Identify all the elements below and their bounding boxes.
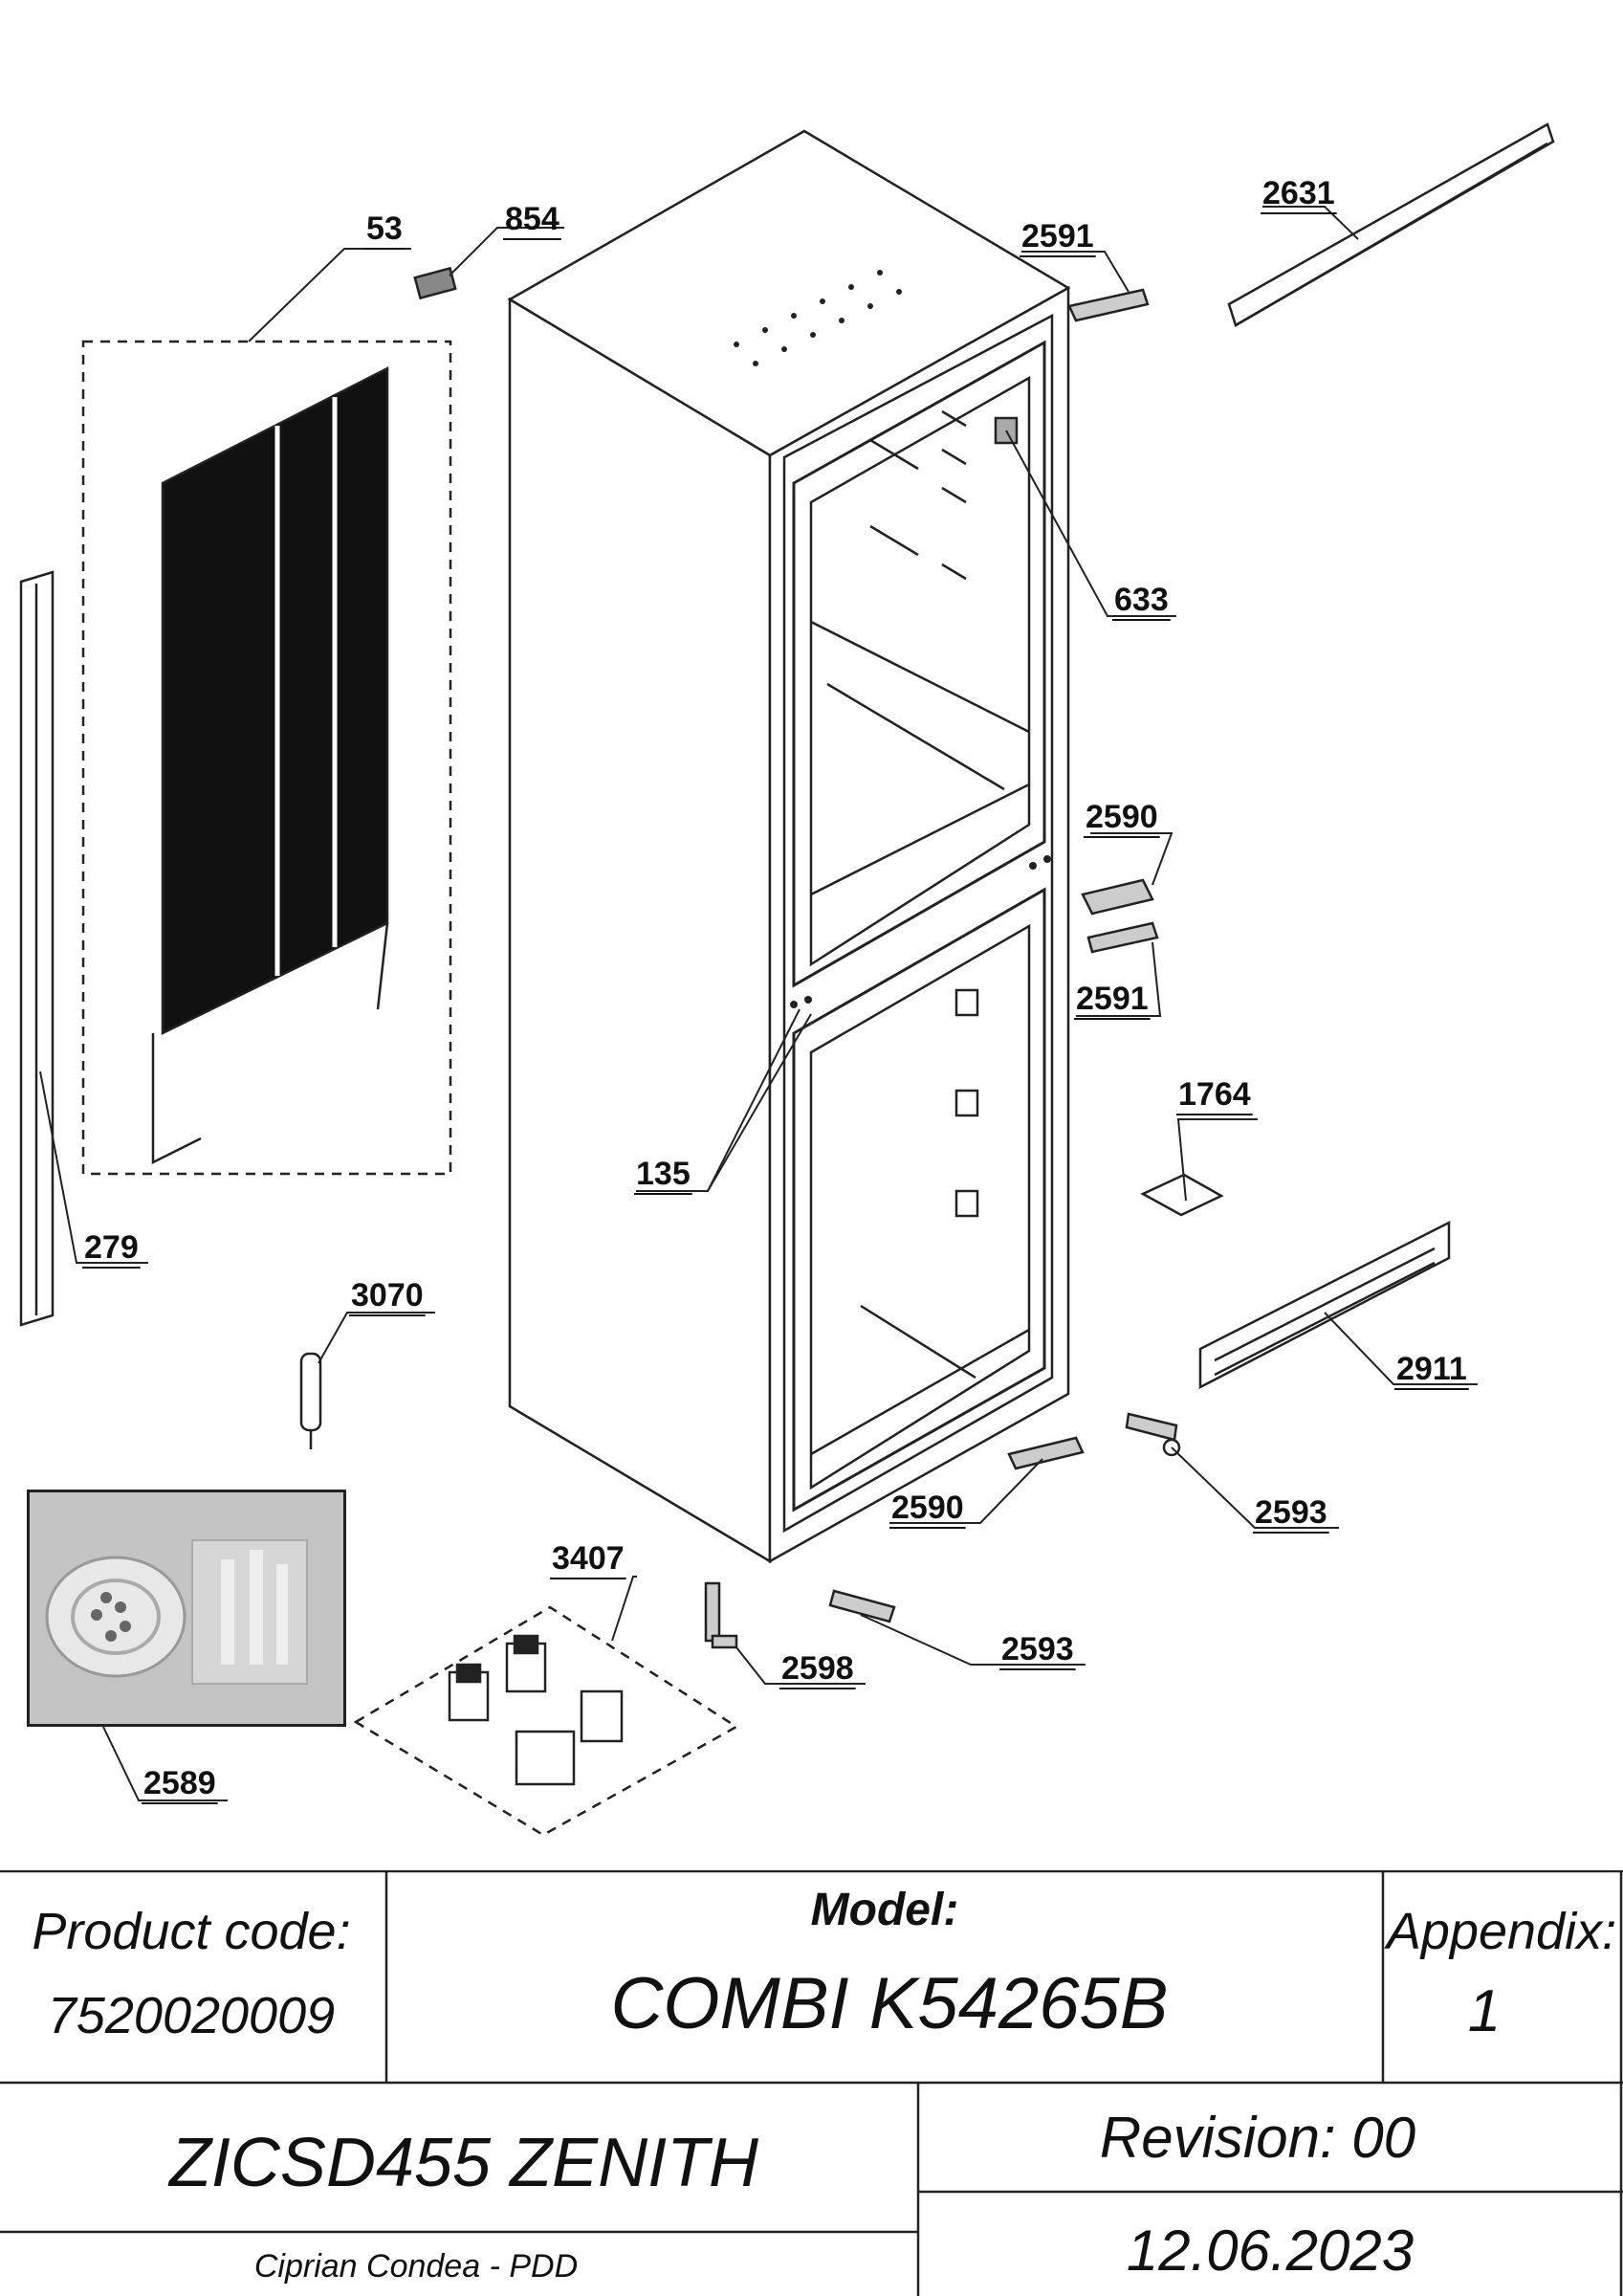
callout-2591-top: 2591 <box>1021 218 1094 254</box>
model-label: Model: <box>811 1885 959 1935</box>
callout-2589: 2589 <box>143 1765 216 1801</box>
product-name: ZICSD455 ZENITH <box>167 2125 759 2201</box>
hinge-2593-bottom <box>828 1589 896 1623</box>
callout-1764: 1764 <box>1178 1076 1251 1113</box>
callout-854: 854 <box>505 201 559 237</box>
callout-2590-lower: 2590 <box>891 1490 964 1526</box>
condenser <box>81 340 452 1176</box>
callout-2631: 2631 <box>1262 175 1335 211</box>
rail-2631 <box>1227 122 1555 327</box>
hinge-2590-middle <box>1081 878 1154 916</box>
part-854 <box>413 266 457 300</box>
callout-279: 279 <box>84 1229 139 1266</box>
callout-53: 53 <box>366 210 403 247</box>
appendix-label: Appendix: <box>1384 1903 1616 1960</box>
callout-2911: 2911 <box>1396 1351 1467 1387</box>
part-2598 <box>704 1581 738 1649</box>
product-code-label: Product code: <box>32 1903 350 1960</box>
callout-2593-bottom: 2593 <box>1001 1631 1074 1667</box>
callout-2591-middle: 2591 <box>1076 981 1149 1017</box>
hinge-2591-top <box>1067 288 1150 322</box>
part-1764 <box>1140 1173 1224 1217</box>
leader-lines <box>39 206 1478 1801</box>
part-3070 <box>299 1352 322 1449</box>
callout-135: 135 <box>636 1156 691 1192</box>
appendix-number: 1 <box>1468 1978 1501 2044</box>
revision: Revision: 00 <box>1100 2106 1415 2170</box>
hinge-2593-right <box>1125 1412 1181 1457</box>
date: 12.06.2023 <box>1127 2219 1414 2283</box>
hinge-2590-lower <box>1007 1436 1085 1470</box>
callout-2593-right: 2593 <box>1255 1494 1327 1531</box>
hinge-2591-middle <box>1086 921 1159 954</box>
callout-2590-middle: 2590 <box>1086 799 1158 835</box>
author: Ciprian Condea - PDD <box>254 2248 578 2285</box>
product-code: 7520020009 <box>48 1987 335 2044</box>
callout-2598: 2598 <box>781 1650 854 1687</box>
strip-279 <box>19 570 55 1327</box>
callout-3407: 3407 <box>552 1540 625 1577</box>
feet-set-3407 <box>353 1605 739 1837</box>
cabinet-body <box>507 129 1071 1564</box>
accessory-bag-photo <box>27 1490 346 1727</box>
title-block: Product code: 7520020009 Model: COMBI K5… <box>0 1870 1623 2296</box>
callout-633: 633 <box>1114 582 1169 618</box>
exploded-parts-drawing: 53 854 2591 2631 633 2590 2591 1764 135 … <box>19 122 1555 1837</box>
grille-2911 <box>1198 1220 1451 1390</box>
callout-3070: 3070 <box>351 1277 424 1314</box>
model-name: COMBI K54265B <box>611 1963 1169 2044</box>
